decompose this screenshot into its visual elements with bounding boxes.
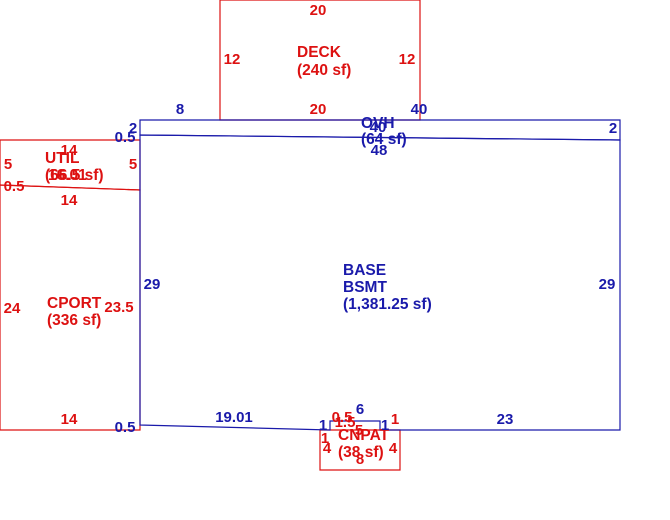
- util-overlap-label: 16.01: [48, 167, 87, 184]
- dim-notch-left: 1: [319, 417, 327, 434]
- dim-cnpat-right: 4: [389, 440, 398, 457]
- dim-cnpat-top-mid: 1.5: [335, 414, 356, 431]
- dim-cnpat-top-right: 5: [355, 422, 363, 439]
- cnpat-size-label: (38 sf): [338, 444, 384, 461]
- dim-util-jog: 0.5: [4, 178, 25, 195]
- dim-base-top-left: 8: [176, 101, 184, 118]
- cnpat-outline: [319, 429, 401, 471]
- dim-util-bottom: 14: [61, 192, 78, 209]
- base-size-label: (1,381.25 sf): [343, 296, 432, 313]
- dim-base-bottom-left: 19.01: [215, 409, 253, 426]
- dim-notch-right: 1: [381, 417, 389, 434]
- dim-base-right: 29: [599, 276, 616, 293]
- dim-cnpat-left: 4: [323, 440, 332, 457]
- ovh-size-label: (64 sf): [361, 131, 407, 148]
- dim-ovh-right: 2: [609, 120, 617, 137]
- cnpat-name-label: CNPAT: [338, 427, 390, 444]
- dim-util-left: 5: [4, 156, 12, 173]
- dim-cnpat-left-top: 1: [321, 430, 329, 447]
- dim-ovh-bottom: 48: [371, 142, 388, 159]
- dim-cport-left: 24: [4, 300, 21, 317]
- dim-base-left-jog: 0.5: [115, 129, 136, 146]
- dim-util-right: 5: [129, 156, 137, 173]
- dim-deck-bottom: 20: [310, 101, 327, 118]
- util-name-label: UTIL: [45, 150, 79, 167]
- dim-util-top: 14: [61, 142, 78, 159]
- dim-deck-left: 12: [224, 51, 241, 68]
- dim-notch-top: 6: [356, 401, 364, 418]
- dim-cnpat-top-left: 0.5: [332, 409, 353, 426]
- dim-base-left: 29: [144, 276, 161, 293]
- dim-cport-right: 23.5: [104, 299, 133, 316]
- ovh-outline: [139, 119, 621, 141]
- dim-deck-right: 12: [399, 51, 416, 68]
- cport-size-label: (336 sf): [47, 312, 101, 329]
- dim-base-bottom-jog: 0.5: [115, 419, 136, 436]
- base-name-label: BASE: [343, 262, 386, 279]
- base-sub-label: BSMT: [343, 279, 387, 296]
- dim-cnpat-right-top: 1: [391, 411, 399, 428]
- base-outline: [139, 134, 621, 431]
- dim-ovh-left: 2: [129, 120, 137, 137]
- dim-base-top-right: 40: [411, 101, 428, 118]
- ovh-name-label: OVH: [361, 115, 395, 132]
- cnpat-area: [319, 429, 401, 471]
- cport-name-label: CPORT: [47, 295, 102, 312]
- dim-ovh-top: 40: [370, 119, 387, 136]
- deck-name-label: DECK: [297, 44, 342, 61]
- dim-cnpat-bottom: 8: [356, 451, 364, 468]
- deck-size-label: (240 sf): [297, 62, 351, 79]
- ovh-area: [139, 119, 621, 141]
- cport-outline: [0, 184, 141, 431]
- dim-deck-top: 20: [310, 2, 327, 19]
- dim-cport-bottom: 14: [61, 411, 78, 428]
- util-size-label: (66.5 sf): [45, 167, 104, 184]
- cport-area: [0, 184, 141, 431]
- base-area: [139, 134, 621, 431]
- dim-base-bottom-right: 23: [497, 411, 514, 428]
